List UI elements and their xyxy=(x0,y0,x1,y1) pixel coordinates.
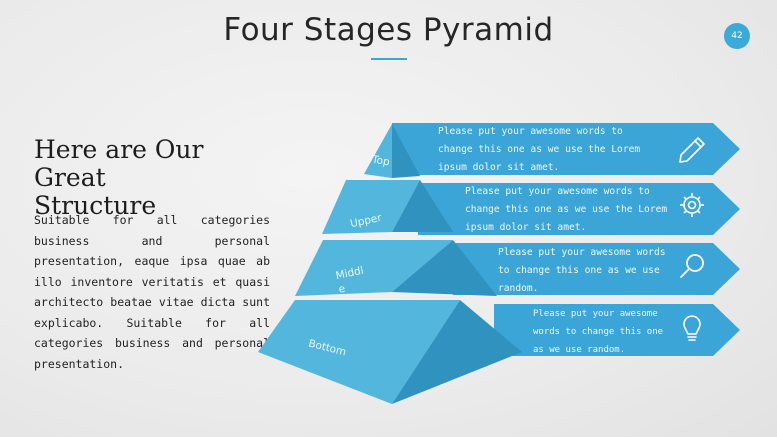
stage-text-bottom: Please put your awesome words to change … xyxy=(533,309,664,355)
stage-text-upper: Please put your awesome words to change … xyxy=(465,186,668,233)
slide-title: Four Stages Pyramid xyxy=(223,12,554,48)
gear-icon xyxy=(680,193,704,217)
banner-middle xyxy=(453,243,740,295)
lightbulb-icon xyxy=(683,315,701,341)
title-underline xyxy=(371,58,407,60)
stage-text-top: Please put your awesome words to change … xyxy=(438,126,641,173)
pyramid-level-bottom xyxy=(258,300,522,404)
banner-upper xyxy=(418,183,740,235)
intro-heading: Here are Our Great Structure xyxy=(34,135,204,220)
banner-top xyxy=(392,123,740,175)
banner-bottom xyxy=(494,304,740,356)
slide-number-badge: 42 xyxy=(724,23,750,49)
pyramid-level-upper xyxy=(322,180,453,234)
intro-body: Suitable for all categories business and… xyxy=(34,213,270,371)
pyramid-level-top xyxy=(364,124,420,178)
pencil-icon xyxy=(679,137,705,163)
stage-text-middle: Please put your awesome words to change … xyxy=(498,247,666,294)
magnifier-icon xyxy=(680,254,704,278)
pyramid-level-middle xyxy=(295,240,497,296)
